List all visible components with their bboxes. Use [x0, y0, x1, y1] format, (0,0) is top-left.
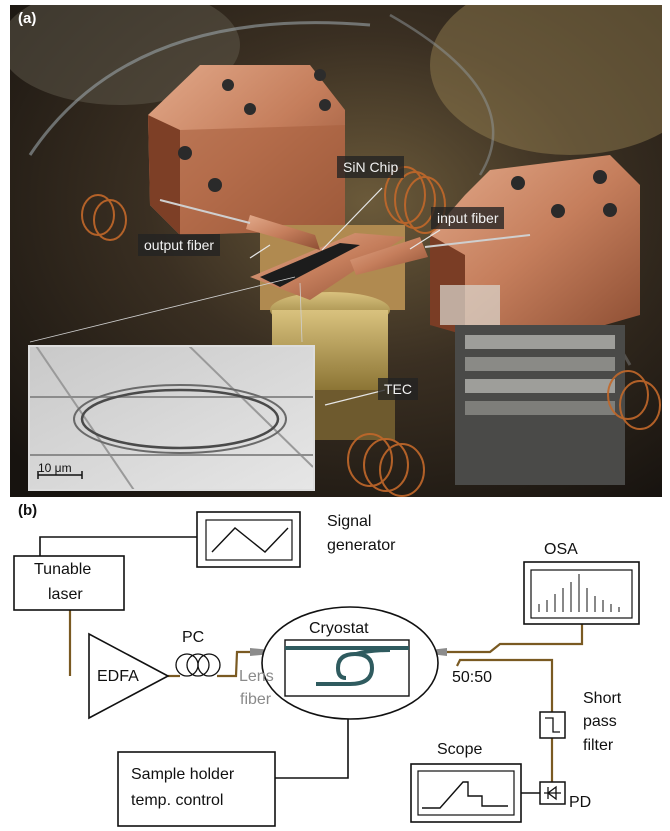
cryostat-to-osa-fiber [444, 624, 584, 654]
waveguide-ring-icon [285, 646, 409, 686]
splitter-to-filter-fiber [456, 658, 554, 712]
lens-fiber-label-line1: Lens [239, 668, 274, 685]
laser-to-generator-wire [39, 536, 197, 556]
optical-spectrum-icon [538, 574, 620, 612]
tunable-laser-label-line1: Tunable [34, 561, 92, 578]
photodiode-icon [544, 785, 561, 801]
osa-label: OSA [544, 541, 578, 558]
triangle-wave-icon [211, 527, 289, 553]
panel-b-label: (b) [18, 502, 38, 519]
edfa-amplifier-symbol [88, 632, 170, 720]
sin-chip-tag: SiN Chip [337, 156, 405, 178]
scale-bar-label: 10 μm [38, 461, 72, 475]
lens-fiber-label-line2: fiber [240, 691, 272, 708]
short-pass-filter-icon [545, 717, 560, 733]
photo-illustration [10, 5, 662, 497]
sem-inset: 10 μm [28, 345, 315, 491]
scope-trace-icon [422, 781, 508, 809]
tunable-laser-box [13, 555, 125, 611]
cryostat-photo: (a) SiN Chip input fiber output fiber TE… [10, 5, 662, 497]
pc-to-lens-fiber [217, 650, 253, 678]
short-pass-label-line1: Short [583, 690, 622, 707]
setup-schematic [13, 511, 640, 827]
short-pass-label-line2: pass [583, 713, 617, 730]
signal-generator-label-line1: Signal [327, 513, 372, 530]
tec-tag: TEC [378, 378, 418, 400]
tunable-laser-label-line2: laser [48, 586, 83, 603]
osa-screen [530, 569, 633, 619]
scope-label: Scope [437, 741, 483, 758]
cryostat-label: Cryostat [309, 620, 369, 637]
splitter-label: 50:50 [452, 669, 493, 686]
panel-a-label: (a) [18, 10, 37, 27]
sample-holder-label-line2: temp. control [131, 792, 224, 809]
cryostat-to-holder-wire [275, 697, 349, 779]
sample-holder-box [117, 751, 276, 827]
polarization-controller-icon [175, 653, 221, 677]
signal-generator-label-line2: generator [327, 537, 396, 554]
pc-label: PC [182, 629, 205, 646]
setup-diagram: (b) Signal generator Tunable laser OSA E… [0, 500, 670, 831]
edfa-label: EDFA [97, 668, 139, 685]
pd-label: PD [569, 794, 592, 811]
microring-sem-image [30, 347, 313, 489]
short-pass-label-line3: filter [583, 737, 614, 754]
output-fiber-tag: output fiber [138, 234, 221, 256]
sample-holder-label-line1: Sample holder [131, 766, 235, 783]
input-fiber-tag: input fiber [431, 207, 505, 229]
